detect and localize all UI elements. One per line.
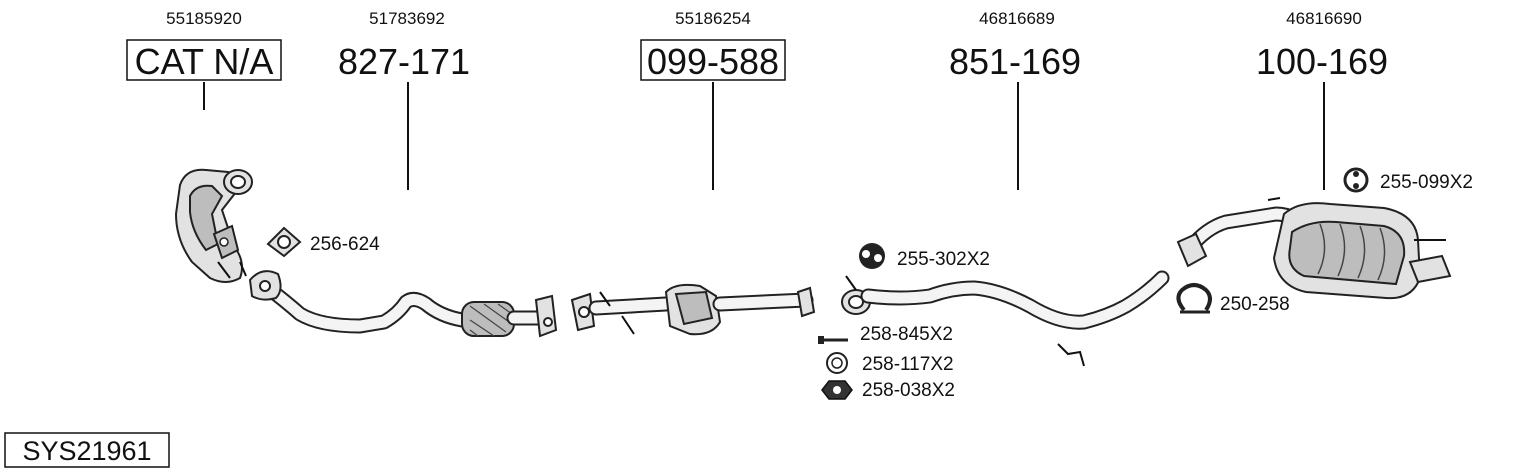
oem-number: 46816690 xyxy=(1286,9,1362,28)
accessory-rubber-hanger[interactable]: 255-302X2 xyxy=(859,243,990,270)
accessory-label: 255-099X2 xyxy=(1380,172,1473,193)
front-pipe-part[interactable] xyxy=(248,270,558,338)
component-catalyst-label: 55185920 CAT N/A xyxy=(126,9,282,110)
oem-number: 46816689 xyxy=(979,9,1055,28)
rubber-mount-icon xyxy=(1343,167,1369,193)
part-number[interactable]: 100-169 xyxy=(1256,41,1388,82)
system-code: SYS21961 xyxy=(4,432,170,468)
oem-number: 51783692 xyxy=(369,9,445,28)
rear-silencer-part[interactable] xyxy=(1176,197,1452,300)
gasket-icon xyxy=(266,226,302,258)
rubber-hanger-icon xyxy=(859,243,885,269)
accessory-washer[interactable]: 258-117X2 xyxy=(826,352,954,375)
accessory-bolt[interactable]: 258-845X2 xyxy=(818,324,953,345)
accessory-gasket[interactable]: 256-624 xyxy=(266,226,380,258)
center-pipe-part[interactable] xyxy=(841,270,1170,367)
part-number-box xyxy=(126,39,282,81)
accessory-label: 258-845X2 xyxy=(860,324,953,345)
accessory-label: 258-117X2 xyxy=(862,354,954,375)
part-number[interactable]: 827-171 xyxy=(338,41,470,82)
oem-number: 55186254 xyxy=(675,9,751,28)
bolt-icon xyxy=(818,336,848,344)
accessory-label: 250-258 xyxy=(1220,294,1290,315)
accessory-nut[interactable]: 258-038X2 xyxy=(821,380,955,401)
catalyst-manifold-part[interactable] xyxy=(174,168,253,283)
part-number[interactable]: 099-588 xyxy=(647,41,779,82)
middle-catalyst-part[interactable] xyxy=(570,283,816,336)
component-center-pipe-label: 46816689 851-169 xyxy=(949,9,1081,190)
accessory-label: 256-624 xyxy=(310,234,380,255)
accessory-label: 258-038X2 xyxy=(862,380,955,401)
part-number[interactable]: CAT N/A xyxy=(135,41,274,82)
system-code-label: SYS21961 xyxy=(22,436,151,466)
accessory-label: 255-302X2 xyxy=(897,249,990,270)
part-number-box xyxy=(640,39,786,81)
clamp-icon xyxy=(1176,283,1212,314)
system-code-box xyxy=(4,432,170,468)
accessory-rubber-mount[interactable]: 255-099X2 xyxy=(1343,167,1473,193)
accessory-clamp[interactable]: 250-258 xyxy=(1176,283,1290,315)
part-number[interactable]: 851-169 xyxy=(949,41,1081,82)
component-middle-catalyst-label: 55186254 099-588 xyxy=(640,9,786,190)
component-rear-silencer-label: 46816690 100-169 xyxy=(1256,9,1388,190)
washer-icon xyxy=(826,352,848,374)
oem-number: 55185920 xyxy=(166,9,242,28)
component-front-pipe-label: 51783692 827-171 xyxy=(338,9,470,190)
nut-icon xyxy=(821,380,853,400)
